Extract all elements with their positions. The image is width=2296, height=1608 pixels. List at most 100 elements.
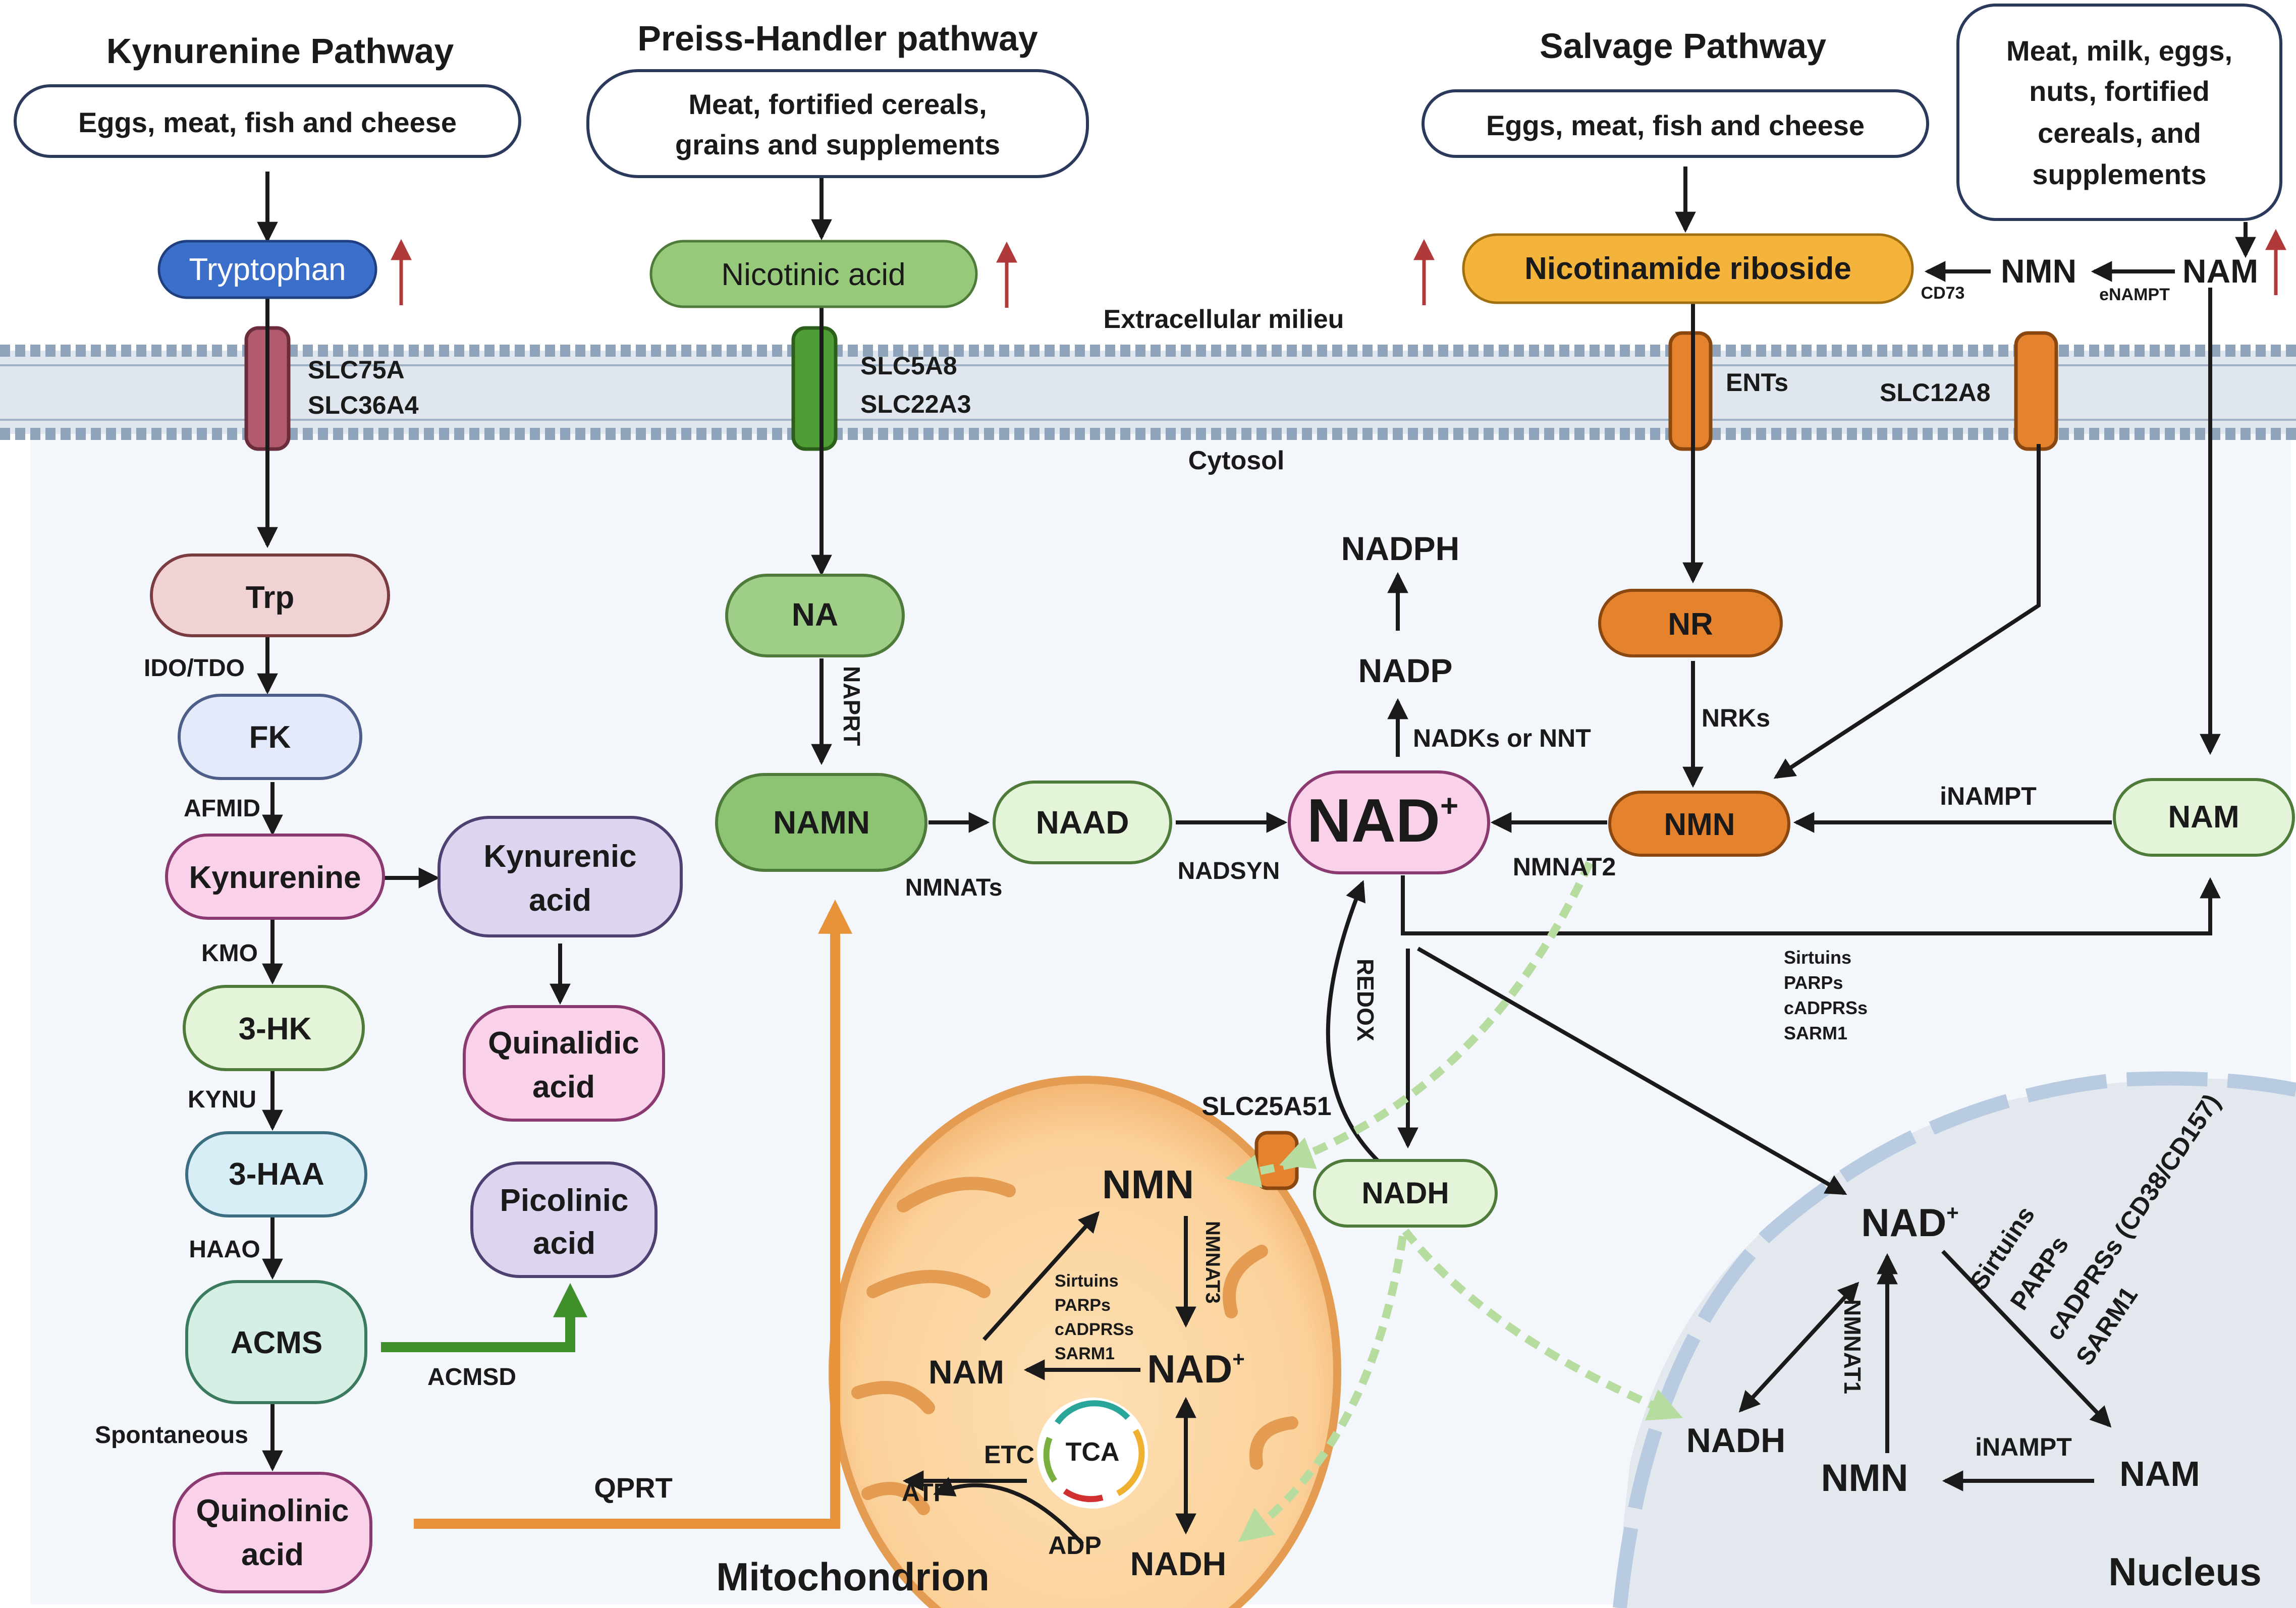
3hk-node: [183, 985, 365, 1071]
consumer-cadprss: cADPRSs: [1784, 997, 1868, 1018]
na-label: NA: [792, 596, 838, 633]
slc36a4-label: SLC36A4: [308, 391, 419, 419]
naad-label: NAAD: [1036, 804, 1129, 841]
source-nam-line2: nuts, fortified: [2029, 75, 2210, 107]
cytosol-label: Cytosol: [1188, 446, 1285, 475]
nuclear-inampt-label: iNAMPT: [1975, 1433, 2072, 1461]
source-box-kynurenine: [14, 84, 521, 158]
nrks-label: NRKs: [1702, 704, 1770, 732]
nucleus: [1613, 1071, 2296, 1608]
source-preiss-line1: Meat, fortified cereals,: [688, 88, 987, 120]
tca-label: TCA: [1066, 1437, 1120, 1467]
nad-node: [1288, 770, 1490, 874]
quinalidic-acid-line2: acid: [532, 1070, 595, 1104]
namn-node: [715, 773, 927, 872]
source-nam-line3: cereals, and: [2038, 117, 2201, 149]
mito-consumer-parps: PARPs: [1055, 1296, 1111, 1315]
nuclear-nmn-label: NMN: [1821, 1457, 1908, 1500]
nadph-label: NADPH: [1341, 530, 1460, 567]
nicotinamide-riboside-node: [1462, 233, 1914, 304]
plasma-membrane: [0, 345, 2296, 440]
nmnat2-label: NMNAT2: [1513, 853, 1616, 881]
slc12a8-transporter: [2014, 331, 2058, 451]
nodes: [14, 4, 2295, 1593]
atp-label: ATP: [902, 1478, 950, 1507]
source-nam-line1: Meat, milk, eggs,: [2006, 35, 2232, 67]
kynurenic-acid-node: [438, 816, 683, 937]
kynurenic-acid-line2: acid: [529, 883, 591, 918]
source-nam-line4: supplements: [2032, 158, 2206, 190]
nuclear-nam-label: NAM: [2119, 1454, 2200, 1493]
source-preiss-line2: grains and supplements: [675, 129, 1000, 160]
nmnats-label: NMNATs: [905, 874, 1003, 901]
source-box-nam: [1956, 4, 2282, 221]
extracellular-milieu-label: Extracellular milieu: [1104, 305, 1344, 334]
consumer-sirtuins: Sirtuins: [1784, 947, 1851, 968]
slc25a51-label: SLC25A51: [1201, 1092, 1331, 1121]
acms-label: ACMS: [231, 1325, 323, 1360]
slc75a-label: SLC75A: [308, 356, 405, 384]
kynu-label: KYNU: [188, 1086, 256, 1113]
nucleus-label: Nucleus: [2108, 1549, 2261, 1594]
mito-consumer-cadprss: cADPRSs: [1055, 1320, 1134, 1339]
nicotinic-acid-node: [649, 240, 978, 308]
nmnat1-label: NMNAT1: [1839, 1299, 1866, 1394]
acmsd-label: ACMSD: [427, 1364, 516, 1391]
nmn-label: NMN: [1664, 807, 1735, 842]
nam-node: [2113, 778, 2295, 857]
namn-label: NAMN: [773, 804, 870, 841]
trp-label: Trp: [246, 580, 294, 615]
picolinic-acid-line1: Picolinic: [500, 1183, 629, 1218]
slc5a8-label: SLC5A8: [860, 352, 957, 380]
nadh-node: [1313, 1159, 1498, 1228]
slc12a8-label: SLC12A8: [1880, 378, 1991, 407]
qprt-arrow: [414, 899, 853, 1529]
nadsyn-label: NADSYN: [1178, 858, 1280, 884]
nmn-extracellular-label: NMN: [2001, 252, 2076, 290]
haao-label: HAAO: [189, 1236, 260, 1263]
na-node: [725, 574, 905, 657]
mito-nad-label: NAD+: [1147, 1347, 1245, 1391]
quinalidic-acid-node: [463, 1005, 665, 1122]
nam-extracellular-label: NAM: [2182, 252, 2258, 290]
mito-nam-label: NAM: [928, 1353, 1004, 1391]
quinalidic-acid-line1: Quinalidic: [488, 1026, 639, 1061]
source-box-preiss: [586, 69, 1089, 178]
nuclear-nad-label: NAD+: [1861, 1200, 1959, 1245]
slc22a3-label: SLC22A3: [860, 390, 971, 418]
tryptophan-label: Tryptophan: [189, 252, 346, 287]
tca-cycle: [1037, 1398, 1148, 1509]
nad-label: NAD+: [1307, 786, 1459, 855]
upregulation-arrows: [391, 229, 2286, 308]
picolinic-acid-node: [470, 1161, 658, 1278]
ents-label: ENTs: [1726, 368, 1788, 397]
adp-label: ADP: [1048, 1531, 1102, 1560]
trp-node: [150, 553, 390, 637]
naad-node: [993, 781, 1172, 864]
nmn-node: [1608, 791, 1790, 857]
dashed-arrows: [1225, 861, 1683, 1542]
consumer-sarm1: SARM1: [1784, 1023, 1847, 1043]
mito-consumer-sirtuins: Sirtuins: [1055, 1271, 1119, 1291]
redox-label: REDOX: [1352, 959, 1379, 1041]
salvage-pathway-title: Salvage Pathway: [1540, 26, 1826, 66]
preiss-handler-title: Preiss-Handler pathway: [637, 19, 1038, 58]
source-kynurenine-text: Eggs, meat, fish and cheese: [78, 106, 457, 138]
nadh-label: NADH: [1361, 1176, 1449, 1210]
cd73-label: CD73: [1921, 284, 1965, 303]
mito-consumer-sarm1: SARM1: [1055, 1344, 1115, 1363]
ido-tdo-label: IDO/TDO: [144, 655, 245, 682]
spontaneous-label: Spontaneous: [95, 1422, 248, 1449]
acmsd-arrow: [381, 1283, 588, 1352]
inampt-label: iNAMPT: [1940, 782, 2037, 810]
source-salvage-text: Eggs, meat, fish and cheese: [1486, 109, 1865, 141]
nmnat3-label: NMNAT3: [1201, 1221, 1224, 1304]
nam-label: NAM: [2168, 800, 2239, 835]
source-box-salvage: [1422, 89, 1929, 158]
nadks-label: NADKs or NNT: [1413, 724, 1591, 752]
quinolinic-acid-line2: acid: [241, 1537, 304, 1572]
afmid-label: AFMID: [184, 795, 260, 822]
etc-label: ETC: [984, 1440, 1034, 1469]
